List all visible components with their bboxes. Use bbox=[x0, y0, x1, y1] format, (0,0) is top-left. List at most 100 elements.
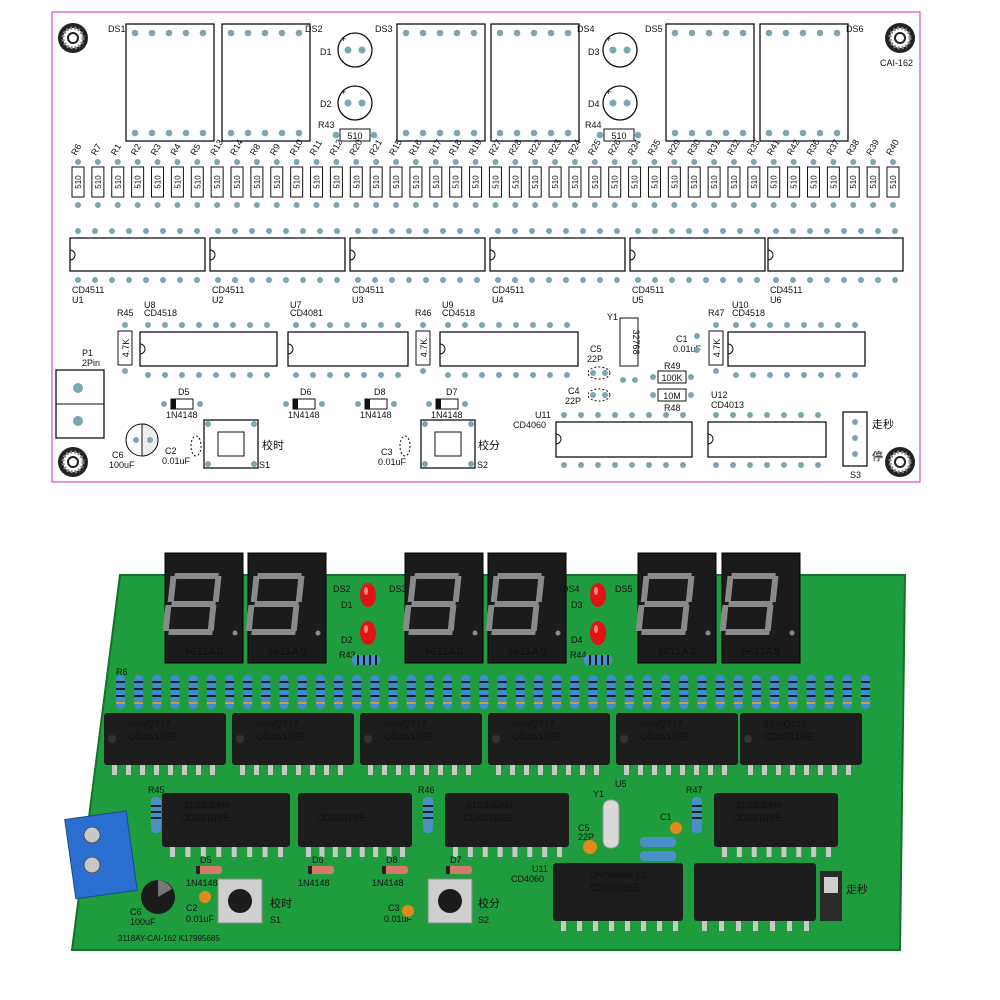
ic-pin bbox=[790, 765, 795, 775]
pad bbox=[815, 412, 821, 418]
resistor-value: 510 bbox=[491, 175, 500, 189]
resistor-band bbox=[661, 695, 671, 697]
ic-pin bbox=[753, 921, 758, 931]
pad bbox=[462, 372, 468, 378]
resistor-value: 510 bbox=[750, 175, 759, 189]
photo-resistor bbox=[751, 675, 761, 709]
resistor-band bbox=[206, 688, 216, 690]
pad bbox=[468, 421, 474, 427]
photo-ic-cd4060 bbox=[553, 863, 683, 921]
ic-pin bbox=[452, 765, 457, 775]
pad bbox=[148, 29, 156, 37]
photo-resistor bbox=[406, 675, 416, 709]
resistor-band bbox=[533, 702, 543, 704]
ic-pin bbox=[796, 847, 802, 857]
resistor-body bbox=[349, 166, 363, 198]
photo-silkscreen-ref: R43 bbox=[339, 650, 356, 660]
pad bbox=[154, 159, 161, 165]
pad bbox=[830, 159, 837, 165]
led-polarity: + bbox=[341, 87, 346, 97]
resistor-band bbox=[824, 695, 834, 697]
pad bbox=[875, 228, 881, 234]
resistor-ref: R6 bbox=[69, 142, 83, 157]
ic-pin bbox=[438, 765, 443, 775]
pad bbox=[571, 159, 578, 165]
ic-pin bbox=[382, 765, 387, 775]
pad bbox=[602, 370, 608, 376]
resistor-band bbox=[624, 695, 634, 697]
pad bbox=[841, 228, 847, 234]
resistor-band bbox=[806, 695, 816, 697]
crystal-outline bbox=[619, 317, 639, 367]
mount-hole-icon bbox=[885, 447, 915, 477]
resistor-band bbox=[679, 681, 689, 683]
pad bbox=[445, 372, 451, 378]
photo-resistor bbox=[134, 675, 144, 709]
crystal-ref: Y1 bbox=[607, 312, 618, 322]
photo-silkscreen-ref: C6 bbox=[130, 907, 142, 917]
pad bbox=[590, 370, 596, 376]
pad bbox=[327, 322, 333, 328]
resistor-band bbox=[261, 688, 271, 690]
resistor-band bbox=[352, 702, 362, 704]
pad bbox=[801, 372, 807, 378]
photo-resistor bbox=[588, 675, 598, 709]
diode-ref: D8 bbox=[374, 387, 386, 397]
resistor-band bbox=[606, 695, 616, 697]
photo-resistor bbox=[624, 675, 634, 709]
segment bbox=[167, 576, 177, 602]
pad bbox=[629, 412, 635, 418]
resistor-value: 510 bbox=[650, 175, 659, 189]
resistor-band bbox=[424, 702, 434, 704]
resistor-value: 510 bbox=[293, 175, 302, 189]
pad bbox=[160, 228, 166, 234]
ic-ref: U9 bbox=[442, 300, 454, 310]
segment bbox=[162, 605, 172, 631]
pad bbox=[283, 401, 289, 407]
resistor-band bbox=[533, 688, 543, 690]
resistor-value: 510 bbox=[849, 175, 858, 189]
pad bbox=[495, 228, 501, 234]
segment bbox=[411, 601, 456, 607]
ic-pin bbox=[781, 847, 787, 857]
resistor-value: 510 bbox=[74, 175, 83, 189]
pad bbox=[850, 159, 857, 165]
segment bbox=[635, 605, 645, 631]
ic-pin bbox=[657, 921, 662, 931]
resistor-band bbox=[152, 681, 162, 683]
pad bbox=[496, 29, 504, 37]
pad bbox=[730, 412, 736, 418]
pad bbox=[835, 322, 841, 328]
resistor-body bbox=[528, 166, 542, 198]
ic-pin bbox=[196, 765, 201, 775]
photo-silkscreen-ref: R6 bbox=[116, 667, 128, 677]
photo-ic-lot: 8BWQY17 bbox=[128, 719, 171, 729]
photo-silkscreen-ref: DS3 bbox=[389, 584, 407, 594]
pad bbox=[143, 277, 149, 283]
diode-band bbox=[308, 866, 312, 874]
pad bbox=[295, 29, 303, 37]
pad bbox=[419, 29, 427, 37]
photo-silkscreen-ref: CD4060 bbox=[511, 874, 544, 884]
resistor-value: 510 bbox=[611, 131, 626, 141]
ic-pin bbox=[231, 847, 237, 857]
pad bbox=[162, 322, 168, 328]
pad bbox=[402, 29, 410, 37]
pad bbox=[131, 129, 139, 137]
photo-ic-marking: CD4511BE bbox=[256, 732, 306, 743]
ic-pin bbox=[702, 921, 707, 931]
segment bbox=[497, 573, 542, 579]
pad bbox=[694, 347, 700, 353]
ic-part: CD4511 bbox=[72, 285, 104, 295]
resistor-value: 510 bbox=[710, 175, 719, 189]
ic-notch bbox=[555, 433, 562, 445]
electrolytic-stripe bbox=[158, 880, 172, 897]
resistor-value: 510 bbox=[412, 175, 421, 189]
pad bbox=[462, 322, 468, 328]
pad bbox=[652, 277, 658, 283]
resistor-body bbox=[488, 166, 502, 198]
display-part-label: 5611AS bbox=[657, 646, 696, 658]
pad bbox=[470, 129, 478, 137]
